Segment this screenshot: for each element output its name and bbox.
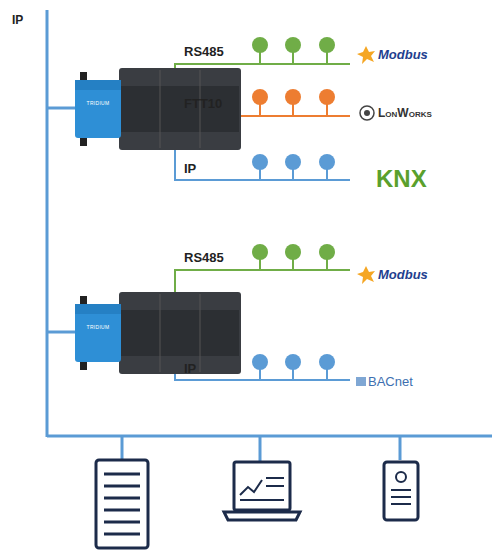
bus-label: IP [184,362,196,375]
brand-text: TRIDIUM [87,324,110,330]
controller-device: TRIDIUM [75,80,121,138]
bus-label: RS485 [184,45,224,58]
protocol-logo: KNX [376,167,427,191]
protocol-logo: LonWorks [378,107,432,119]
network-label: IP [12,14,23,26]
bus-label: FTT10 [184,97,222,110]
protocol-logo: Modbus [378,268,428,281]
protocol-logo: Modbus [378,48,428,61]
brand-text: TRIDIUM [87,100,110,106]
protocol-logo: BACnet [368,375,413,388]
bus-label: IP [184,162,196,175]
controller-device: TRIDIUM [75,304,121,362]
bus-label: RS485 [184,251,224,264]
